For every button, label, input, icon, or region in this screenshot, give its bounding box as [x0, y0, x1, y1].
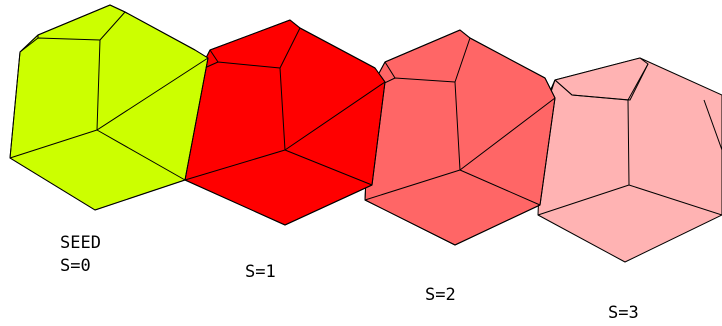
cell-s0-body: [9, 4, 209, 211]
cell-s1: [184, 19, 386, 226]
cell-s0-edges: [9, 4, 209, 211]
cell-s2-body: [364, 29, 556, 246]
label-s2: S=2: [425, 285, 456, 305]
cell-s2: [364, 29, 556, 246]
cell-s2-edges: [364, 29, 556, 246]
label-s0: S=0: [60, 256, 91, 276]
cell-s3: [537, 57, 722, 263]
label-s1: S=1: [245, 262, 276, 282]
cell-s1-edges: [184, 19, 386, 226]
cell-s1-body: [184, 19, 386, 226]
label-s3: S=3: [608, 303, 639, 323]
cell-s0: [9, 4, 209, 211]
label-seed: SEED: [60, 233, 101, 253]
